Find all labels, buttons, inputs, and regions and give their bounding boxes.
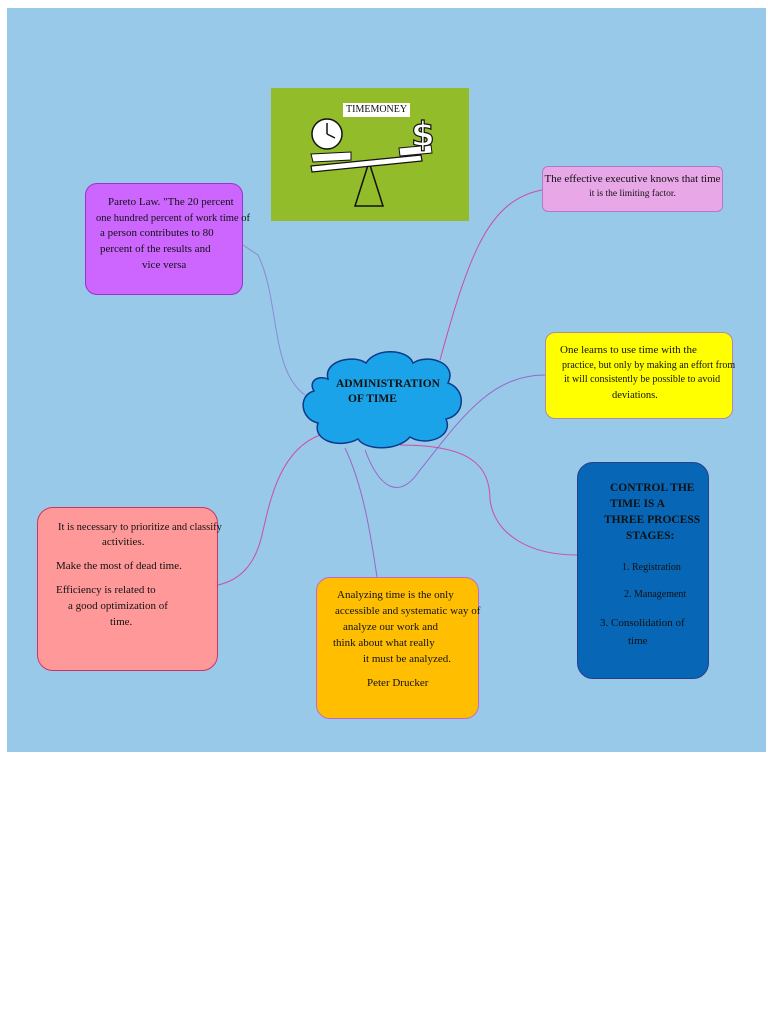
node-analyze-time[interactable]: Analyzing time is the only accessible an… [316,577,481,719]
prioritize-line: a good optimization of [68,600,168,613]
pareto-line: Pareto Law. "The 20 percent [108,196,234,208]
node-effective-executive[interactable]: The effective executive knows that time … [542,166,723,212]
link-pareto [242,244,306,396]
link-control [399,444,578,556]
node-pareto-law[interactable]: Pareto Law. "The 20 percent one hundred … [85,183,250,295]
prioritize-line: time. [110,615,133,628]
control-item-registration: 1. Registration [622,562,681,573]
control-title-line: TIME IS A [610,497,665,510]
control-item-consolidation-cont: time [628,635,648,647]
control-title-line: CONTROL THE [610,482,695,494]
control-title-line: THREE PROCESS [604,513,701,526]
prioritize-line: Efficiency is related to [56,584,156,597]
prioritize-line: activities. [102,536,145,549]
link-analyze [344,447,378,578]
node-learn-time[interactable]: One learns to use time with the practice… [545,332,736,419]
analyze-line: Analyzing time is the only [337,589,454,601]
node-prioritize[interactable]: It is necessary to prioritize and classi… [37,507,222,671]
executive-line: The effective executive knows that time [544,173,721,185]
central-title-line1: ADMINISTRATION [336,378,440,390]
prioritize-line: Make the most of dead time. [56,560,182,573]
time-money-scale-image: $ TIMEMONEY [271,88,469,221]
node-control-time[interactable]: CONTROL THE TIME IS A THREE PROCESS STAG… [577,462,709,679]
analyze-author: Peter Drucker [367,676,429,689]
dollar-icon: $ [411,115,435,155]
control-item-management: 2. Management [624,589,687,600]
pareto-line: one hundred percent of work time of [96,212,250,224]
link-executive [439,189,543,361]
prioritize-line: It is necessary to prioritize and classi… [58,522,222,533]
analyze-line: it must be analyzed. [363,652,451,665]
control-item-consolidation: 3. Consolidation of [600,617,685,629]
pareto-line: vice versa [142,259,187,272]
analyze-line: analyze our work and [343,620,438,633]
pareto-line: percent of the results and [100,243,211,256]
learn-line: it will consistently be possible to avoi… [564,374,721,386]
learn-line: deviations. [612,389,658,401]
scale-illustration: $ [310,114,435,207]
executive-line: it is the limiting factor. [589,188,676,199]
central-topic[interactable]: ADMINISTRATION OF TIME [298,349,468,449]
link-prioritize [217,434,321,586]
central-title-line2: OF TIME [348,392,397,405]
cloud-shape [302,351,462,449]
pareto-line: a person contributes to 80 [100,227,214,240]
analyze-line: accessible and systematic way of [335,604,481,617]
learn-line: One learns to use time with the [560,344,697,356]
link-learn [364,374,546,488]
learn-line: practice, but only by making an effort f… [562,359,736,371]
analyze-line: think about what really [333,636,435,649]
control-title-line: STAGES: [626,529,675,542]
image-caption: TIMEMONEY [343,103,411,117]
